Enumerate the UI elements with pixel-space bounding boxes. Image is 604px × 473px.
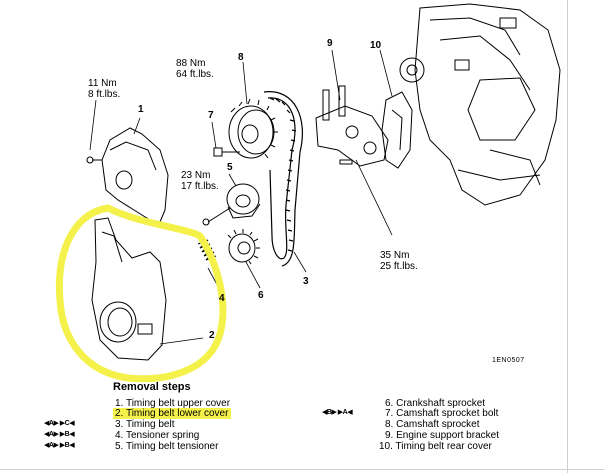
engine-support-bracket	[315, 85, 389, 167]
step-text: Timing belt lower cover	[125, 408, 229, 419]
step-number: 6.	[385, 398, 394, 409]
page-frame-right	[567, 0, 568, 473]
service-mark: ◀A▶ ▶B◀	[44, 431, 75, 438]
torque-callout-tensioner: 23 Nm 17 ft.lbs.	[181, 170, 219, 192]
step-text: Tensioner spring	[125, 430, 200, 441]
highlight-circle	[55, 204, 227, 383]
step-text: Timing belt upper cover	[125, 398, 231, 409]
step-number: 3.	[115, 419, 124, 430]
removal-step-4: 4. Tensioner spring	[115, 430, 199, 441]
torque-callout-cover: 11 Nm 8 ft.lbs.	[88, 78, 120, 100]
timing-belt-tensioner	[202, 183, 261, 226]
step-text: Crankshaft sprocket	[396, 398, 486, 409]
step-text: Timing belt rear cover	[395, 441, 492, 452]
step-number: 5.	[115, 441, 124, 452]
crankshaft-sprocket	[227, 229, 260, 265]
torque-callout-bracket: 35 Nm 25 ft.lbs.	[380, 250, 418, 272]
lower-cover	[91, 217, 167, 361]
part-number-9: 9	[327, 38, 333, 49]
part-number-4: 4	[219, 293, 225, 304]
removal-step-1: 1. Timing belt upper cover	[115, 398, 230, 409]
torque-ftlbs: 25 ft.lbs.	[380, 261, 418, 272]
torque-ftlbs: 64 ft.lbs.	[176, 69, 214, 80]
removal-step-9: 9. Engine support bracket	[385, 430, 499, 441]
torque-nm: 23 Nm	[181, 170, 211, 181]
part-number-1: 1	[138, 104, 144, 115]
service-mark: ◀A▶ ▶C◀	[44, 420, 75, 427]
step-number: 4.	[115, 430, 124, 441]
service-mark: ◀B▶ ▶A◀	[322, 409, 353, 416]
step-number: 1.	[115, 398, 124, 409]
step-text: Camshaft sprocket bolt	[396, 408, 499, 419]
rear-cover	[381, 91, 413, 169]
part-number-6: 6	[258, 290, 264, 301]
torque-nm: 35 Nm	[380, 250, 410, 261]
part-number-3: 3	[303, 276, 309, 287]
torque-nm: 88 Nm	[176, 58, 206, 69]
step-text: Timing belt tensioner	[125, 441, 219, 452]
part-number-7: 7	[208, 110, 214, 121]
step-text: Timing belt	[125, 419, 175, 430]
step-number: 8.	[385, 419, 394, 430]
service-mark: ◀A▶ ▶B◀	[44, 442, 75, 449]
removal-steps-title: Removal steps	[113, 381, 191, 393]
removal-step-7: 7. Camshaft sprocket bolt	[385, 408, 498, 419]
camshaft-sprocket-bolt	[213, 147, 240, 157]
removal-step-6: 6. Crankshaft sprocket	[385, 398, 485, 409]
removal-step-5: 5. Timing belt tensioner	[115, 441, 218, 452]
part-number-5: 5	[227, 162, 233, 173]
torque-ftlbs: 17 ft.lbs.	[181, 181, 219, 192]
removal-step-8: 8. Camshaft sprocket	[385, 419, 480, 430]
timing-belt	[263, 91, 303, 267]
step-text: Camshaft sprocket	[396, 419, 480, 430]
removal-step-10: 10. Timing belt rear cover	[379, 441, 492, 452]
torque-callout-sprocket: 88 Nm 64 ft.lbs.	[176, 58, 214, 80]
removal-step-3: 3. Timing belt	[115, 419, 175, 430]
upper-cover	[86, 127, 169, 223]
page-frame-bottom	[0, 469, 604, 470]
leader-lines	[89, 49, 393, 345]
step-number: 7.	[385, 408, 394, 419]
camshaft-sprocket	[228, 98, 278, 159]
part-number-2: 2	[209, 330, 215, 341]
figure-code: 1EN0507	[492, 357, 525, 364]
part-number-10: 10	[370, 40, 382, 51]
step-text: Engine support bracket	[396, 430, 499, 441]
step-number: 10.	[379, 441, 393, 452]
removal-step-2-highlighted: 2. Timing belt lower cover	[113, 408, 232, 419]
torque-nm: 11 Nm	[88, 78, 117, 89]
part-number-8: 8	[238, 52, 244, 63]
step-number: 2.	[115, 408, 124, 419]
step-number: 9.	[385, 430, 394, 441]
engine-block	[399, 3, 561, 206]
torque-ftlbs: 8 ft.lbs.	[88, 89, 121, 100]
